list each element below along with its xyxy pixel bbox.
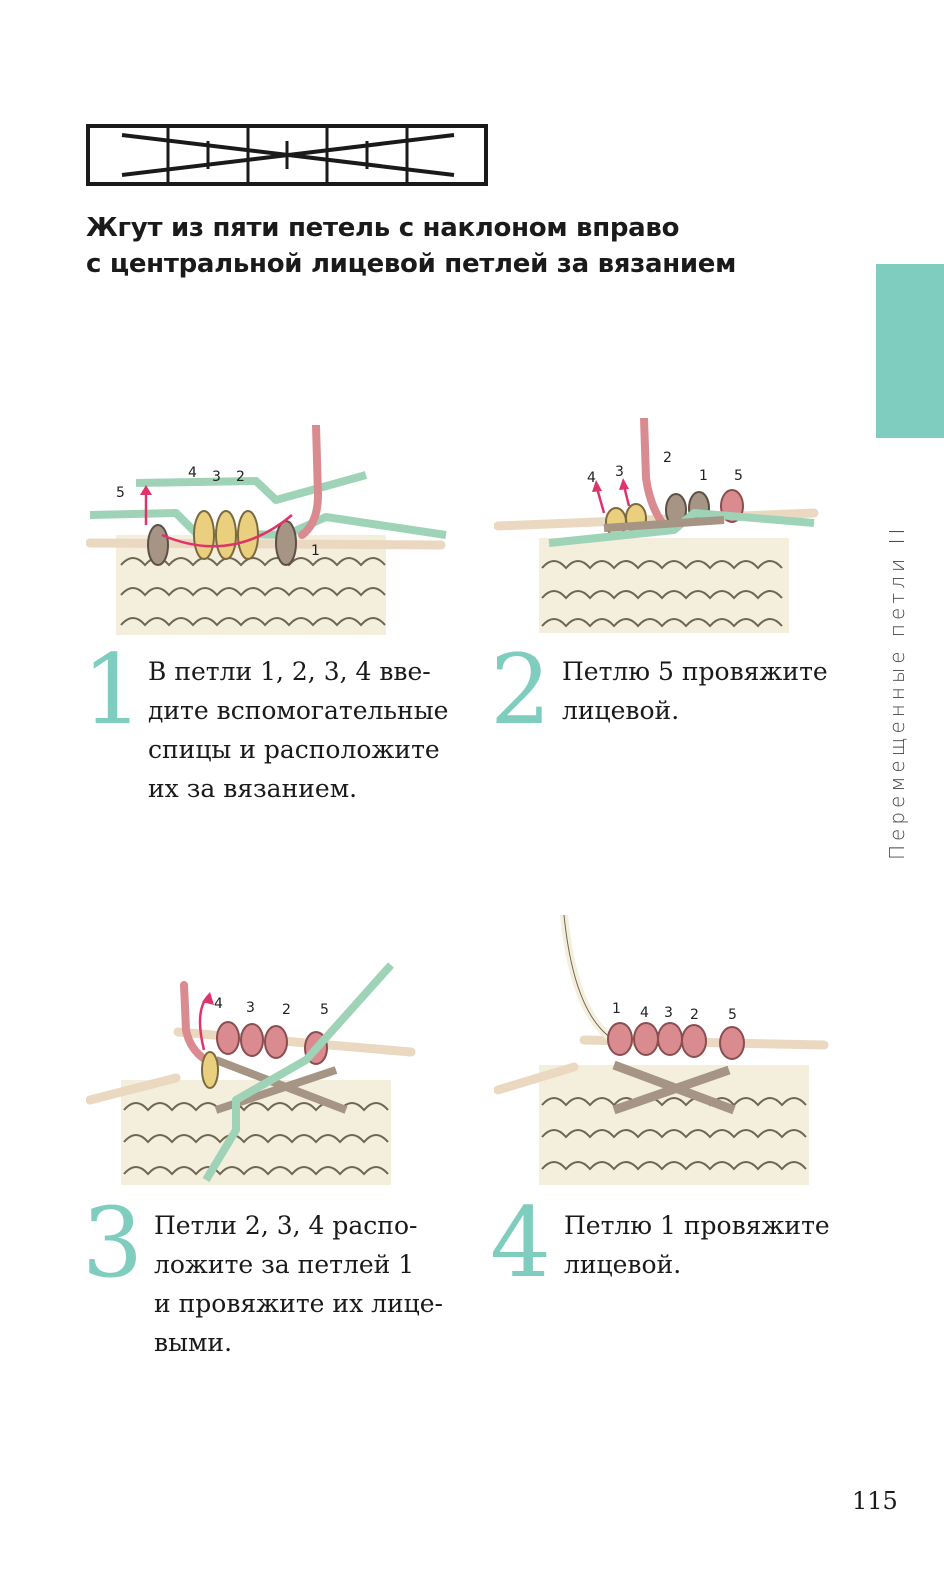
loop-label: 3 — [212, 469, 221, 485]
cable-chart-symbol — [86, 123, 489, 188]
step-3-text: Петли 2, 3, 4 распо- ложите за петлей 1 … — [154, 1206, 443, 1362]
step-4-illustration: 1 4 3 2 5 — [494, 915, 829, 1190]
section-label: Перемещенные петли II — [885, 524, 909, 860]
loop-label: 2 — [663, 450, 672, 466]
step-text-line: дите вспомогательные — [148, 696, 449, 725]
loop-label: 4 — [214, 996, 223, 1012]
page-title: Жгут из пяти петель с наклоном вправо с … — [86, 210, 846, 282]
step-number: 3 — [82, 1187, 144, 1299]
step-number: 1 — [82, 634, 144, 746]
loop-label: 1 — [311, 543, 320, 559]
step-text-line: В петли 1, 2, 3, 4 вве- — [148, 657, 431, 686]
page-number: 115 — [852, 1487, 898, 1515]
loop-label: 2 — [282, 1002, 291, 1018]
loop-label: 2 — [690, 1007, 699, 1023]
section-tab — [876, 264, 944, 438]
loop-label: 4 — [640, 1005, 649, 1021]
step-text-line: лицевой. — [562, 696, 680, 725]
loop-label: 3 — [246, 1000, 255, 1016]
loop-label: 5 — [116, 485, 125, 501]
loop-label: 5 — [734, 468, 743, 484]
step-text-line: их за вязанием. — [148, 774, 358, 803]
loop-label: 5 — [320, 1002, 329, 1018]
loop-label: 3 — [664, 1005, 673, 1021]
step-1-illustration: 5 4 3 2 1 — [86, 425, 448, 640]
step-text-line: и провяжите их лице- — [154, 1289, 443, 1318]
step-text-line: выми. — [154, 1328, 233, 1357]
loop-label: 4 — [188, 465, 197, 481]
loop-label: 5 — [728, 1007, 737, 1023]
step-text-line: спицы и расположите — [148, 735, 440, 764]
step-number: 2 — [490, 634, 552, 746]
step-text-line: лицевой. — [564, 1250, 682, 1279]
step-text-line: Петлю 1 провяжите — [564, 1211, 830, 1240]
loop-label: 1 — [699, 468, 708, 484]
step-text-line: ложите за петлей 1 — [154, 1250, 415, 1279]
loop-label: 1 — [612, 1001, 621, 1017]
loop-label: 2 — [236, 469, 245, 485]
step-text-line: Петли 2, 3, 4 распо- — [154, 1211, 418, 1240]
step-2-illustration: 4 3 2 1 5 — [494, 418, 824, 638]
step-1-text: В петли 1, 2, 3, 4 вве- дите вспомогател… — [148, 652, 448, 808]
title-line-2: с центральной лицевой петлей за вязанием — [86, 249, 737, 279]
step-text-line: Петлю 5 провяжите — [562, 657, 828, 686]
step-4-text: Петлю 1 провяжите лицевой. — [564, 1206, 830, 1284]
step-number: 4 — [490, 1187, 552, 1299]
loop-label: 3 — [615, 464, 624, 480]
step-2-text: Петлю 5 провяжите лицевой. — [562, 652, 828, 730]
step-3-illustration: 4 3 2 5 — [86, 960, 416, 1190]
loop-label: 4 — [587, 470, 596, 486]
title-line-1: Жгут из пяти петель с наклоном вправо — [86, 213, 680, 243]
